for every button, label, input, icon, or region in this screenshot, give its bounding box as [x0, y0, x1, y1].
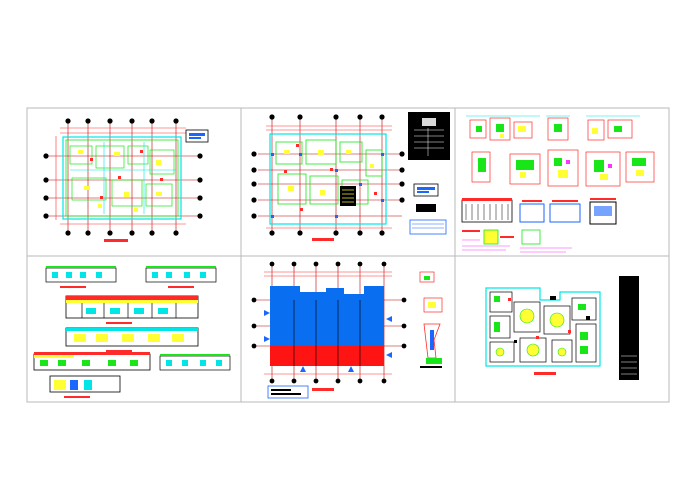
- detail-row-4: [462, 229, 572, 253]
- elevation-a: [45, 266, 117, 288]
- section-d: [65, 327, 199, 352]
- column-markers: [271, 153, 384, 218]
- roof-plan: [251, 261, 443, 399]
- roof-red-area: [270, 346, 384, 366]
- grid-bubbles: [43, 118, 203, 236]
- stair-block: [340, 186, 356, 206]
- elevation-b: [145, 266, 217, 288]
- elevation-e: [33, 352, 151, 371]
- schedule-block-icon: [408, 112, 450, 160]
- ground-floor-plan: [43, 118, 209, 242]
- fixtures: [78, 150, 162, 212]
- furniture-tables: [495, 308, 567, 357]
- structural-floor-plan: [251, 112, 450, 241]
- plan-title-bar: [104, 239, 128, 242]
- roof-legend-icon: [267, 385, 334, 399]
- elevation-f: [159, 354, 231, 371]
- detail-row-2: [471, 149, 655, 187]
- section-g: [49, 375, 121, 398]
- furnished-layout-plan: [485, 276, 639, 380]
- roof-blue-area: [270, 286, 384, 346]
- detail-row-3: [461, 198, 617, 225]
- dimension-lines: [55, 127, 186, 225]
- interior-lines: [70, 142, 176, 214]
- legend-box-icon: [409, 183, 447, 235]
- red-marks: [90, 150, 163, 199]
- rooms: [69, 145, 175, 207]
- construction-details: [461, 115, 655, 253]
- roof-detail-icon: [419, 271, 443, 368]
- elevations-and-sections: [33, 266, 231, 398]
- plan-outline: [62, 136, 182, 220]
- title-stamp-icon: [185, 129, 209, 143]
- section-c: [65, 295, 199, 324]
- title-block-icon: [619, 276, 639, 380]
